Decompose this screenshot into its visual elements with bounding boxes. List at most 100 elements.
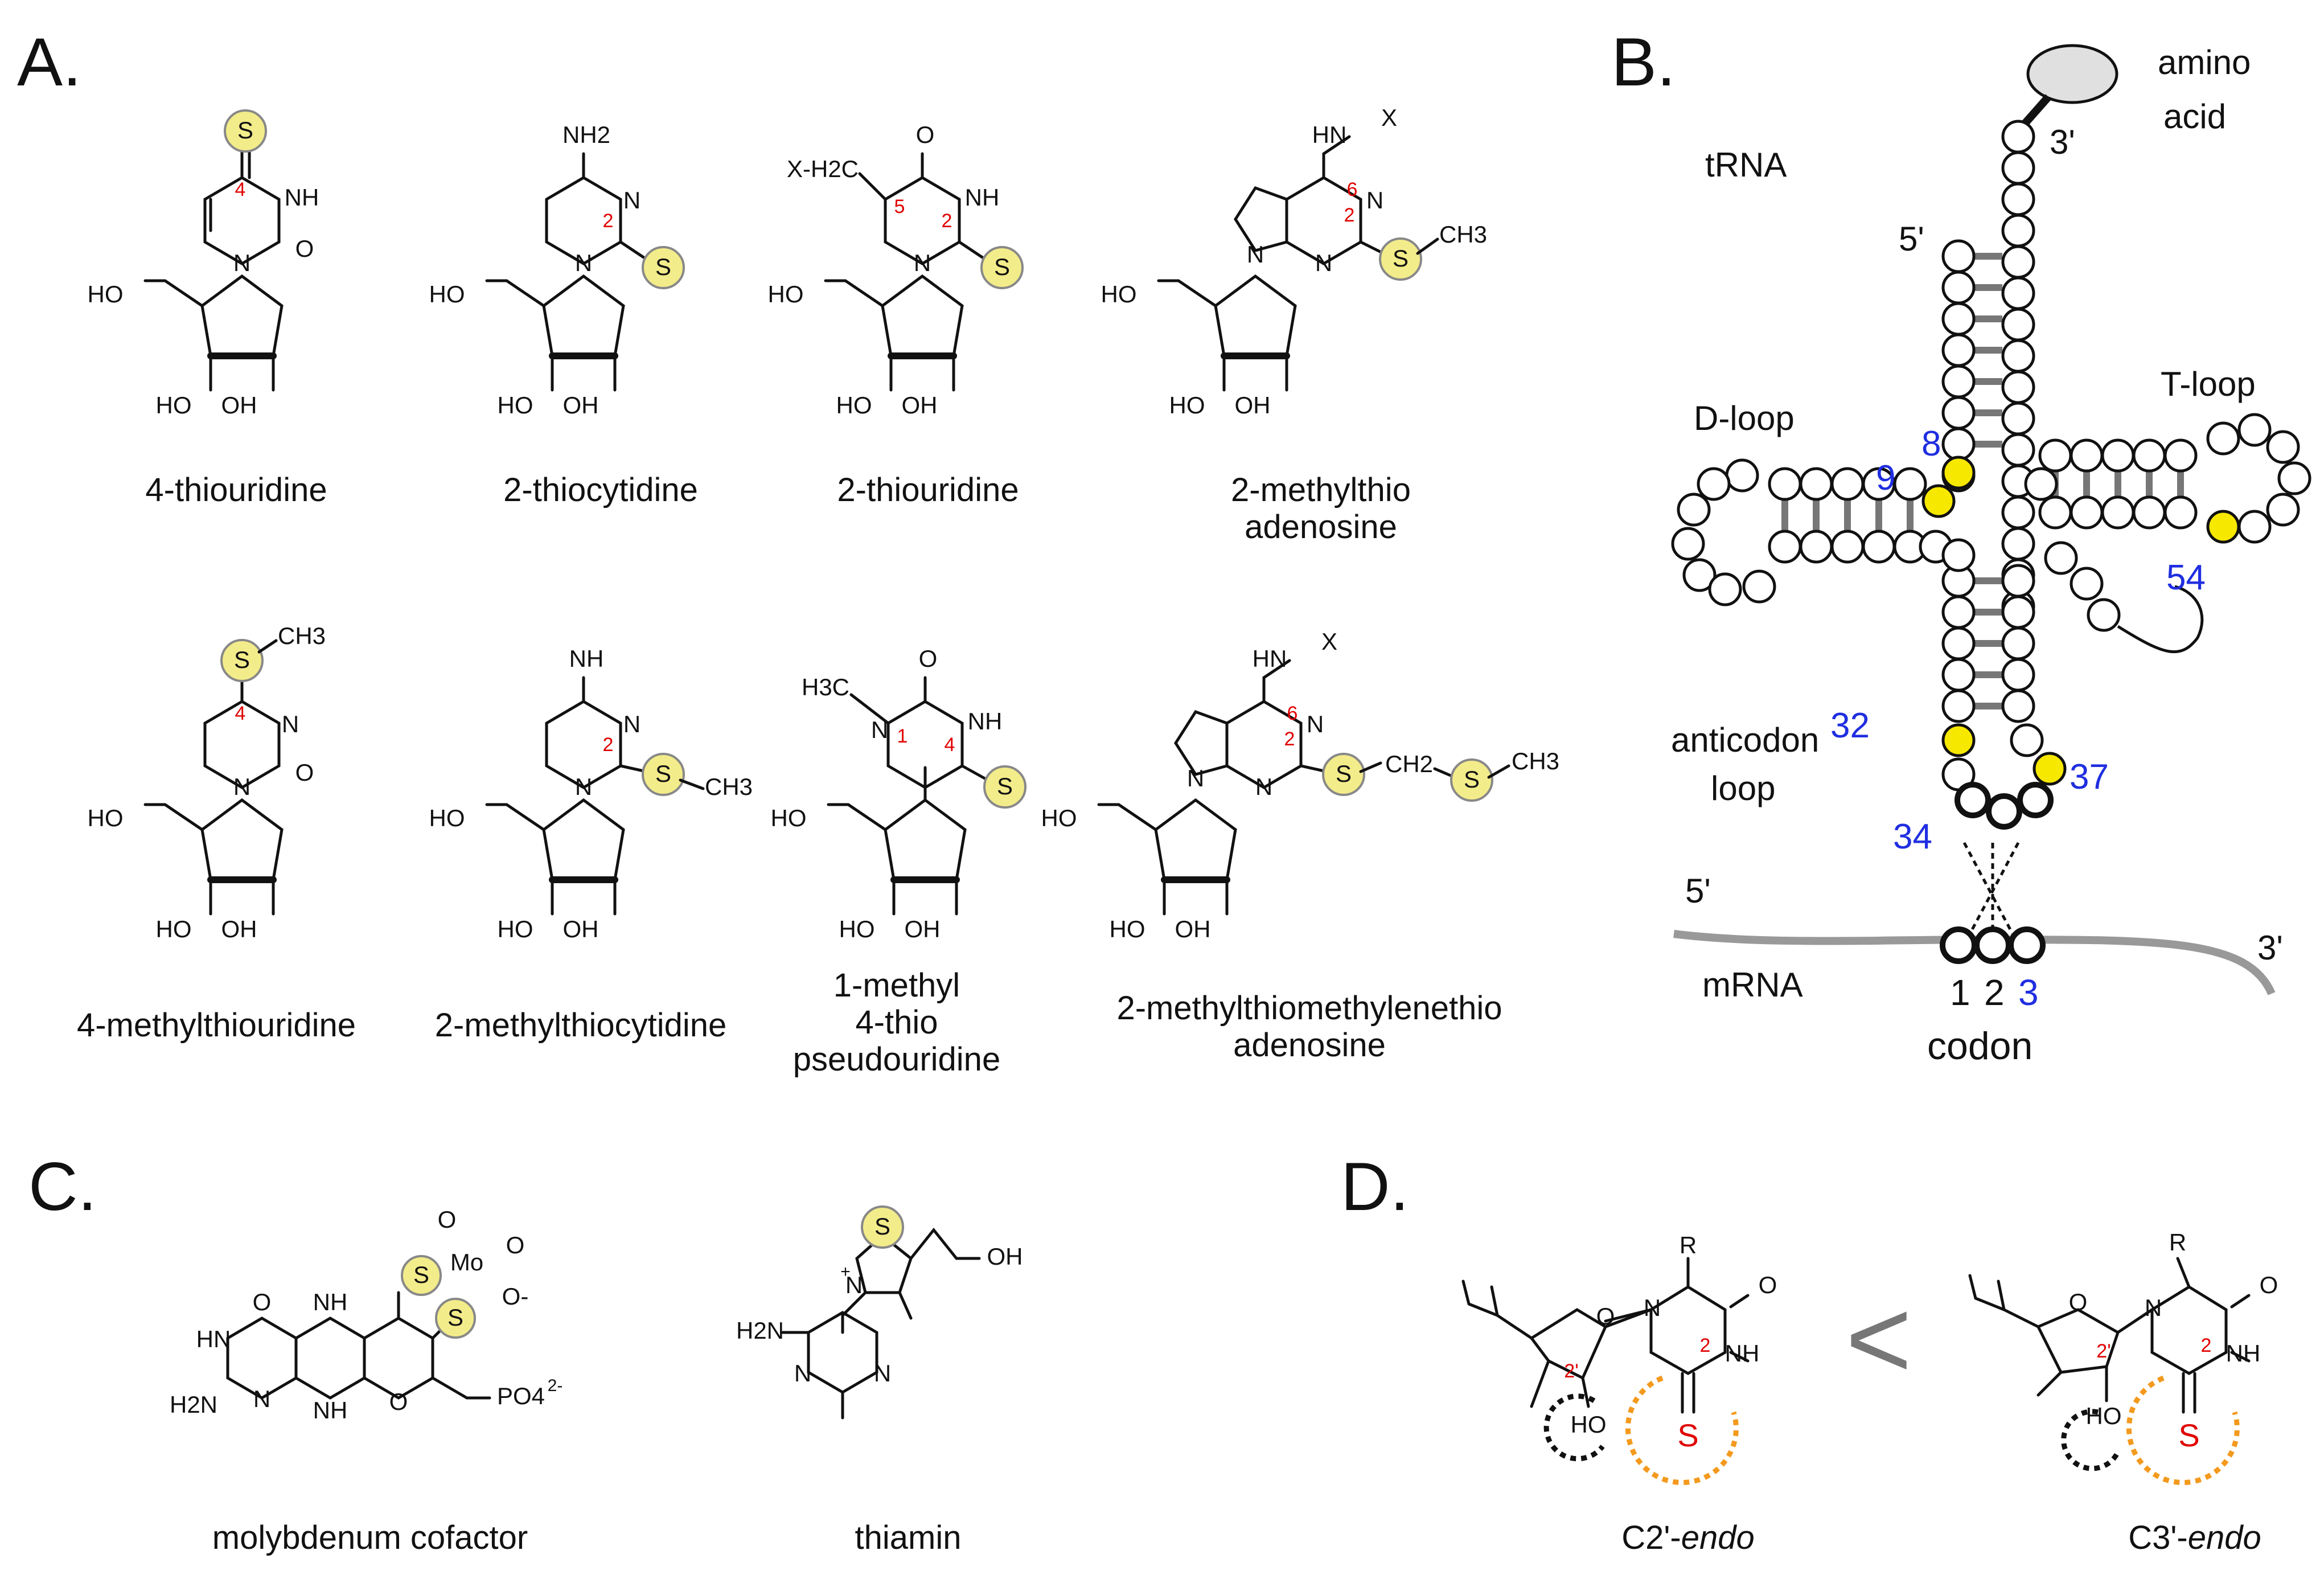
trna-nucleotide	[1708, 572, 1742, 606]
position-34: 34	[1893, 817, 1932, 856]
oh-atom: OH	[1235, 392, 1271, 419]
trna-nucleotide	[2001, 276, 2035, 310]
compound-2-methylthiocytidine: NH N 2 S CH3 N HO HO OH	[429, 645, 753, 942]
oxygen-atom: O	[919, 645, 938, 672]
sulfur-atom: S	[1336, 760, 1352, 787]
position-number: 5	[894, 196, 905, 218]
compound-caption: 1-methyl	[833, 967, 960, 1004]
nh-atom: NH	[968, 708, 1003, 735]
trna-nucleotide	[1941, 239, 1976, 273]
modified-nucleotide-9	[1921, 484, 1956, 518]
ch3-group: CH3	[705, 773, 753, 800]
trna-nucleotide	[2070, 438, 2104, 473]
plus-charge: +	[840, 1262, 851, 1281]
position-number: 2	[2201, 1335, 2212, 1356]
trna-nucleotide	[1941, 270, 1976, 305]
position-number: 6	[1287, 703, 1298, 724]
trna-nucleotide	[2001, 245, 2035, 279]
ho-atom: HO	[1110, 916, 1145, 942]
molybdenum-cofactor-structure: O HN H2N N NH NH O S S Mo O O O- PO4 2-	[170, 1206, 562, 1424]
trna-nucleotide	[2132, 495, 2166, 530]
sulfur-highlight	[861, 1205, 904, 1249]
trna-nucleotide	[2044, 541, 2078, 575]
trna-nucleotide	[2101, 438, 2135, 473]
ho-atom: HO	[156, 916, 192, 942]
trna-nucleotide	[1742, 569, 1776, 604]
sulfur-atom: S	[237, 117, 253, 143]
trna-nucleotide	[1941, 333, 1976, 367]
sulfur-atom: S	[997, 773, 1013, 799]
trna-nucleotide	[1862, 530, 1896, 564]
compound-caption: 2-methylthiocytidine	[435, 1007, 727, 1044]
molybdenum-atom: Mo	[450, 1249, 483, 1275]
trna-nucleotide	[2001, 370, 2035, 404]
mrna-label: mRNA	[1702, 966, 1803, 1004]
sulfur-atom: S	[234, 646, 250, 673]
sulfur-atom: S	[1677, 1417, 1698, 1453]
compound-caption: thiamin	[855, 1519, 962, 1556]
compound-caption: 4-thio	[855, 1004, 938, 1041]
sulfur-highlight	[1450, 758, 1493, 802]
prime-number: 2'	[1564, 1360, 1578, 1382]
codon-nt-3	[2008, 926, 2046, 964]
oxygen-atom: O	[295, 235, 314, 262]
position-9: 9	[1876, 458, 1895, 498]
mrna-3prime: 3'	[2257, 929, 2283, 967]
compound-caption: 2-thiocytidine	[503, 471, 698, 508]
ho-atom: HO	[771, 805, 807, 831]
oxygen-atom: O	[253, 1289, 272, 1315]
oxygen-atom: O	[389, 1388, 408, 1415]
h2n-atom: H2N	[170, 1391, 217, 1418]
oxygen-atom: O	[916, 121, 935, 148]
codon-label: codon	[1927, 1024, 2033, 1068]
position-number: 1	[897, 725, 908, 747]
compound-caption: 4-thiouridine	[145, 471, 327, 508]
anticodon-36	[2017, 782, 2054, 818]
panel-c-label: C.	[28, 1149, 97, 1225]
trna-nucleotide	[2237, 510, 2272, 544]
trna-nucleotide	[2132, 438, 2166, 473]
trna-nucleotide	[1893, 467, 1927, 501]
ho-atom: HO	[156, 392, 192, 419]
nitrogen-atom: N	[914, 249, 931, 276]
trna-nucleotide	[1941, 302, 1976, 336]
trna-nucleotide	[2101, 495, 2135, 530]
trna-nucleotide	[1768, 530, 1802, 564]
compound-4-thiouridine: S 4 NH O N HO HO OH	[88, 109, 319, 419]
trna-nucleotide	[2001, 339, 2035, 373]
trna-nucleotide	[1725, 458, 1759, 493]
c3-endo-structure: R O NH N O 2 2' HO S	[1968, 1229, 2278, 1486]
panel-b-trna-diagram: B. tRNA amino acid 3' 5' T-loop D-loop a…	[1611, 24, 2311, 1068]
trna-nucleotide	[2001, 495, 2035, 530]
nh-atom: NH	[1725, 1340, 1760, 1367]
anticodon-34	[1955, 782, 1991, 818]
nitrogen-atom: N	[623, 187, 640, 214]
trna-nucleotide	[1941, 595, 1976, 629]
sulfur-atom: S	[655, 253, 671, 280]
oxygen-atom: O	[2260, 1272, 2278, 1298]
trna-nucleotide	[2001, 595, 2035, 629]
position-number: 2	[942, 210, 952, 232]
trna-nucleotide	[2038, 495, 2072, 530]
nh-atom: NH	[313, 1397, 348, 1424]
sulfur-atom: S	[994, 253, 1010, 280]
compound-caption: adenosine	[1233, 1027, 1386, 1064]
nitrogen-atom: N	[1255, 773, 1272, 800]
sulfur-highlight	[983, 765, 1026, 809]
trna-nucleotide	[2001, 401, 2035, 436]
compound-caption: adenosine	[1245, 508, 1397, 546]
trna-label: tRNA	[1705, 146, 1787, 184]
nitrogen-atom: N	[1366, 187, 1383, 214]
ho-atom: HO	[429, 805, 465, 831]
trna-nucleotide	[2038, 438, 2072, 473]
nh-atom: NH	[965, 184, 1000, 211]
trna-nucleotide	[2001, 151, 2035, 185]
trna-nucleotide	[2001, 433, 2035, 467]
nitrogen-atom: N	[871, 716, 888, 743]
compound-caption: 2-thiouridine	[837, 471, 1019, 508]
nitrogen-atom: N	[282, 711, 299, 737]
sulfur-highlight	[435, 1298, 476, 1339]
trna-nucleotide	[1941, 427, 1976, 461]
nitrogen-atom: N	[1644, 1294, 1661, 1321]
sulfur-highlight	[1379, 237, 1422, 281]
